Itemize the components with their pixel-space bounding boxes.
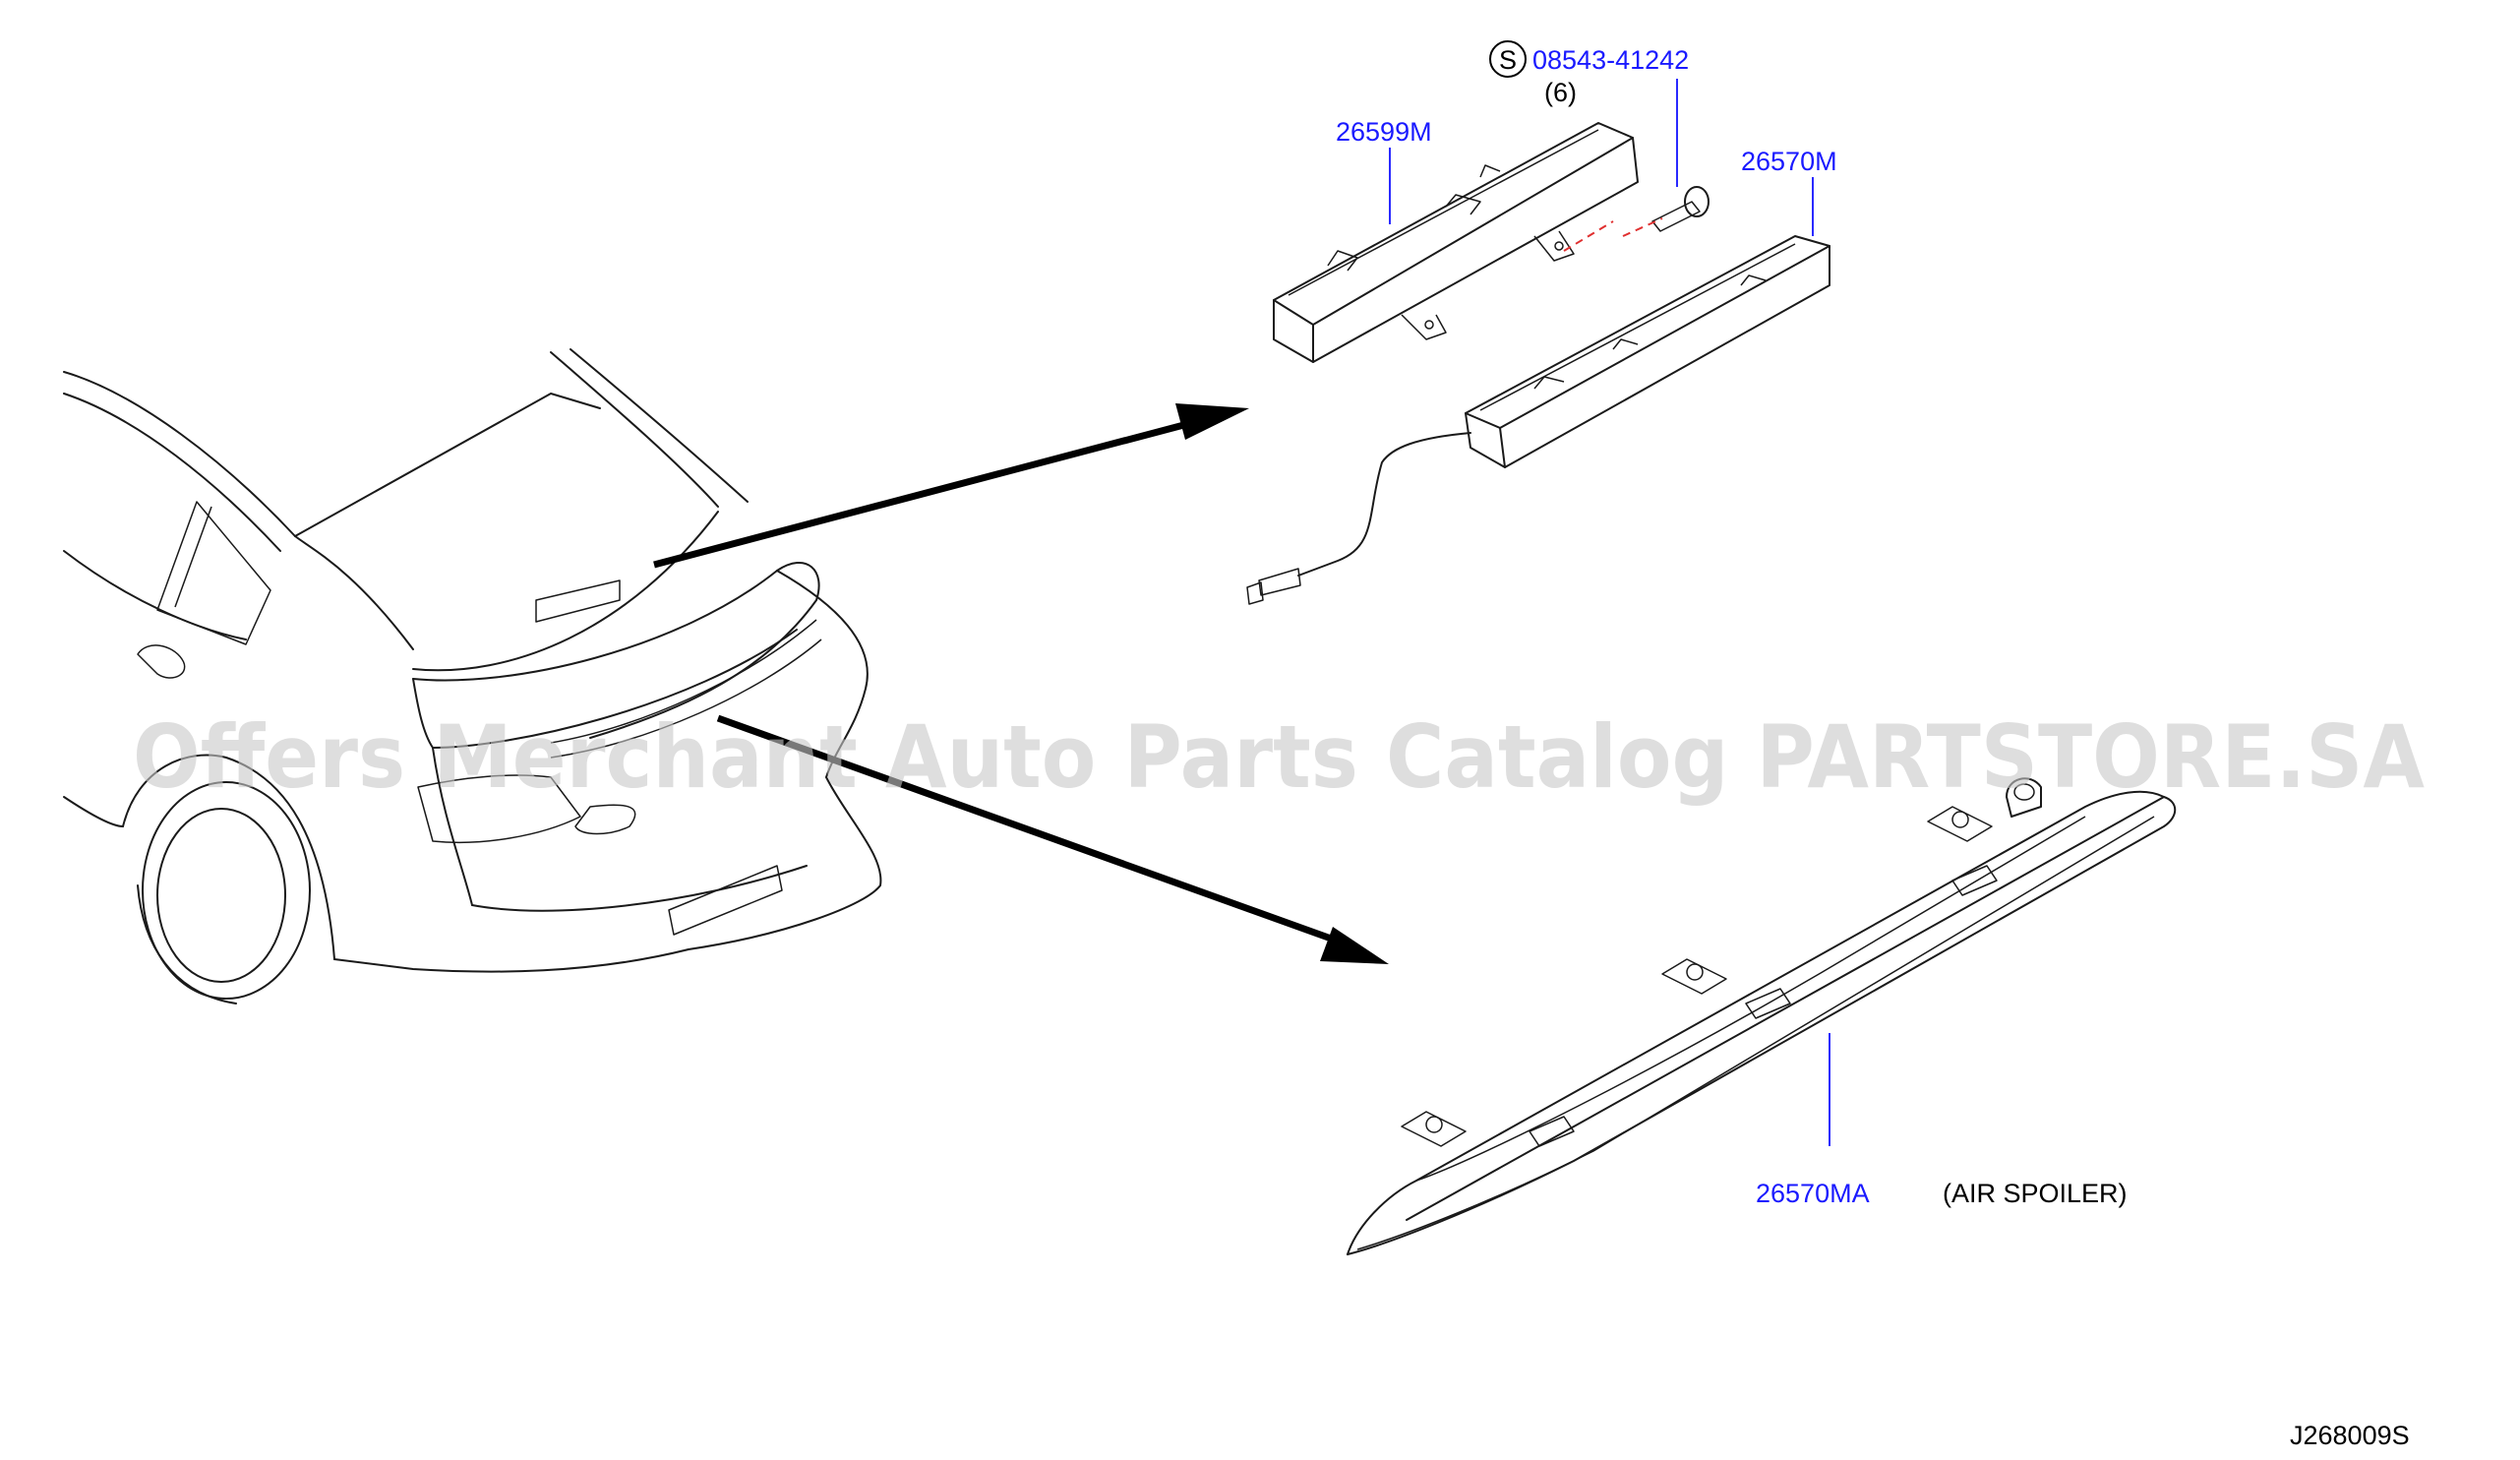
arrow-to-lamp [653, 414, 1211, 569]
lamp-housing-part-number: 26599M [1336, 117, 1432, 147]
stop-lamp-part-number: 26570M [1741, 147, 1837, 176]
leader-lines [1389, 40, 1830, 1146]
air-spoiler-note: (AIR SPOILER) [1943, 1179, 2128, 1208]
screw-marker: S [1499, 45, 1517, 75]
arrowhead-lamp [1175, 403, 1249, 440]
arrow-to-spoiler [716, 714, 1350, 948]
stop-lamp-part [1246, 235, 1830, 605]
screw-part [1563, 186, 1710, 252]
watermark-text: Offers Merchant Auto Parts Catalog PARTS… [133, 706, 2425, 808]
air-spoiler-part-number: 26570MA [1756, 1179, 1870, 1208]
arrowhead-spoiler [1320, 927, 1389, 964]
callout-arrows [653, 403, 1389, 964]
car-rear-illustration [63, 348, 882, 1004]
diagram-code: J268009S [2290, 1421, 2410, 1450]
air-spoiler-part [1347, 777, 2177, 1255]
screw-quantity: (6) [1544, 78, 1577, 107]
screw-part-number: 08543-41242 [1532, 45, 1689, 75]
lamp-housing-part [1273, 122, 1639, 363]
screw-marker-circle [1489, 40, 1527, 78]
